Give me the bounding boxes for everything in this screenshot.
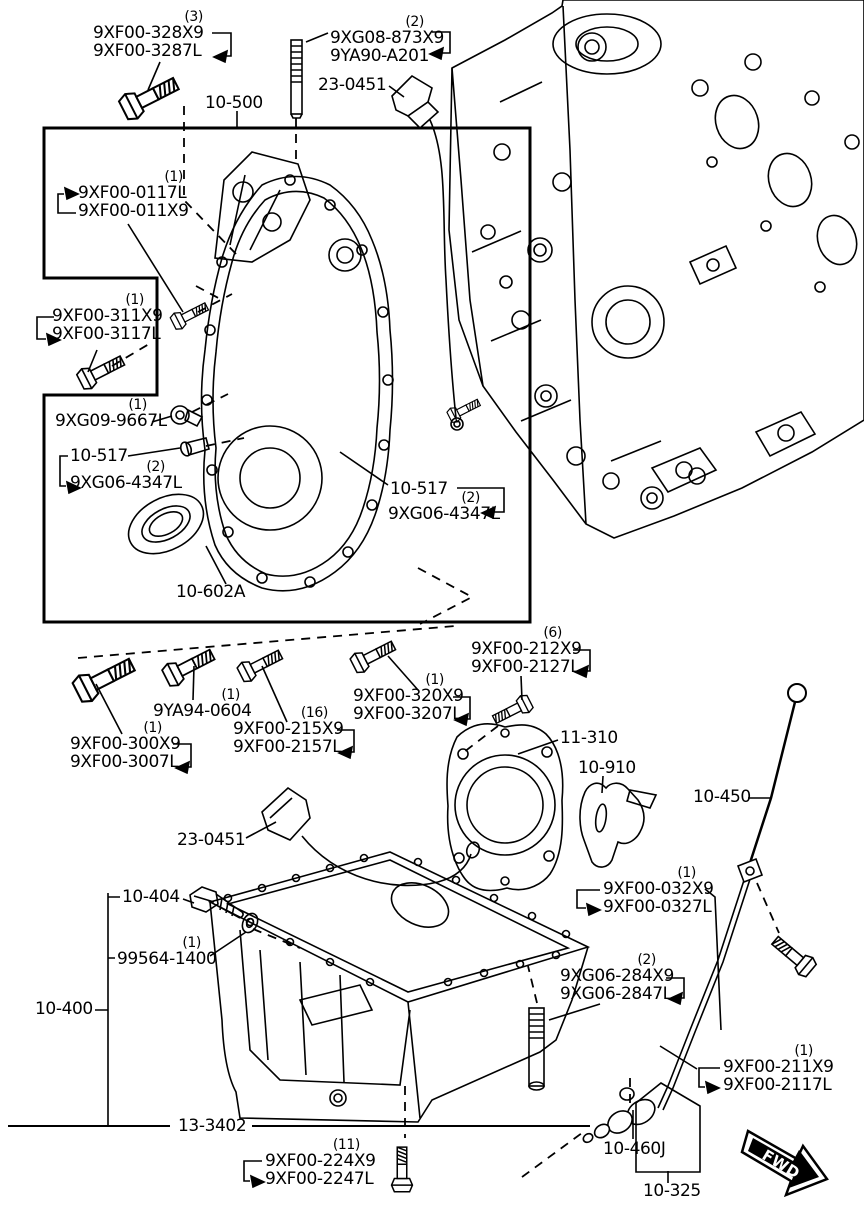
part-label-9xf00-212x9: (6) 9XF00-212X9 9XF00-2127L (471, 625, 582, 677)
part-number: 9XF00-0327L (603, 897, 712, 917)
ref-label-10-460j: 10-460J (603, 1139, 666, 1159)
part-number: 9XF00-212X9 (471, 639, 582, 659)
part-number: 9XG06-4347L (70, 473, 182, 493)
part-label-9xg06-284x9: (2) 9XG06-284X9 9XG06-2847L (560, 952, 674, 1004)
ref-label-10-404: 10-404 (122, 887, 180, 907)
oil-pan-art (207, 851, 591, 1123)
bracket-10910-art (579, 782, 658, 868)
part-label-9xg08-873x9: (2) 9XG08-873X9 9YA90-A201 (330, 14, 444, 66)
part-label-9xf00-311x9: (1) 9XF00-311X9 9XF00-3117L (52, 292, 163, 344)
part-number: 9YA94-0604 (153, 701, 252, 721)
qty-count: (1) (143, 720, 162, 736)
ref-label-11-310: 11-310 (560, 728, 618, 748)
qty-count: (1) (425, 672, 444, 688)
ref-label-13-3402: 13-3402 (178, 1116, 247, 1136)
ref-label-10-500: 10-500 (205, 93, 263, 113)
part-label-9xg06-4347l-left: (2) 9XG06-4347L (70, 459, 182, 493)
ref-label-23-0451-lower: 23-0451 (177, 830, 246, 850)
part-number: 9XF00-3117L (52, 324, 161, 344)
qty-count: (1) (182, 935, 201, 951)
part-number: 9XF00-224X9 (265, 1151, 376, 1171)
fwd-arrow-body (748, 1138, 819, 1188)
qty-count: (1) (125, 292, 144, 308)
part-number: 9XF00-011X9 (78, 201, 189, 221)
dashed-leader-lines (77, 106, 780, 1178)
part-number: 9XG06-284X9 (560, 966, 674, 986)
part-number: 9XG08-873X9 (330, 28, 444, 48)
ref-label-23-0451-top: 23-0451 (318, 75, 387, 95)
part-label-9xf00-300x9: (1) 9XF00-300X9 9XF00-3007L (70, 720, 181, 772)
qty-count: (1) (164, 169, 183, 185)
part-label-9xg06-4347l-right: (2) 9XG06-4347L (388, 490, 500, 524)
part-number: 9XF00-320X9 (353, 686, 464, 706)
part-number: 9XG09-9667L (55, 411, 167, 431)
engine-block-art (448, 0, 864, 539)
part-number: 9YA90-A201 (330, 46, 429, 66)
leader-lines (8, 32, 770, 1183)
part-label-9xf00-211x9: (1) 9XF00-211X9 9XF00-2117L (723, 1043, 834, 1095)
dipstick-art (582, 683, 807, 1144)
ref-label-10-910: 10-910 (578, 758, 636, 778)
timing-cover-art (127, 151, 394, 592)
part-number: 9XF00-311X9 (52, 306, 163, 326)
ref-label-10-517-left: 10-517 (70, 446, 128, 466)
part-number: 9XF00-0117L (78, 183, 187, 203)
qty-count: (6) (543, 625, 562, 641)
stud-and-sensor-art (189, 39, 545, 1091)
qty-count: (2) (146, 459, 165, 475)
cable-sensor-art (261, 74, 481, 887)
part-number: 9XF00-3287L (93, 41, 202, 61)
part-number: 9XF00-2247L (265, 1169, 374, 1189)
part-label-9xf00-032x9: (1) 9XF00-032X9 9XF00-0327L (603, 865, 714, 917)
qty-count: (2) (637, 952, 656, 968)
qty-count: (3) (184, 9, 203, 25)
part-number: 9XF00-2127L (471, 657, 580, 677)
part-number: 9XF00-3007L (70, 752, 179, 772)
qty-count: (2) (461, 490, 480, 506)
part-label-9xg09-9667l: (1) 9XG09-9667L (55, 397, 167, 431)
part-number: 9XF00-2117L (723, 1075, 832, 1095)
ref-label-10-517-right: 10-517 (390, 479, 448, 499)
qty-count: (1) (677, 865, 696, 881)
part-label-9xf00-320x9: (1) 9XF00-320X9 9XF00-3207L (353, 672, 464, 724)
ref-label-10-450: 10-450 (693, 787, 751, 807)
ref-label-10-602a: 10-602A (176, 582, 246, 602)
qty-count: (2) (405, 14, 424, 30)
rear-plate-11310-art (446, 722, 564, 892)
qty-count: (16) (300, 705, 329, 721)
part-label-9xf00-224x9: (11) 9XF00-224X9 9XF00-2247L (265, 1137, 376, 1189)
part-label-9xf00-215x9: (16) 9XF00-215X9 9XF00-2157L (233, 705, 344, 757)
ref-label-10-400: 10-400 (35, 999, 93, 1019)
group-bracket-10325 (635, 1082, 701, 1173)
part-number: 9XF00-032X9 (603, 879, 714, 899)
label-brackets (36, 31, 721, 1189)
part-number: 9XF00-300X9 (70, 734, 181, 754)
part-label-9xf00-328x9: (3) 9XF00-328X9 9XF00-3287L (93, 10, 211, 60)
part-number: 9XF00-2157L (233, 737, 342, 757)
part-number: 9XF00-3207L (353, 704, 462, 724)
fwd-arrow: FWD (740, 1129, 829, 1198)
qty-count: (11) (332, 1137, 361, 1153)
assembly-box-10500 (42, 126, 532, 624)
part-label-99564-1400: (1) 99564-1400 (117, 935, 217, 969)
part-number: 9XF00-215X9 (233, 719, 344, 739)
part-number: 9XG06-4347L (388, 504, 500, 524)
part-number: 9XF00-211X9 (723, 1057, 834, 1077)
qty-count: (1) (794, 1043, 813, 1059)
part-number: 9XG06-2847L (560, 984, 672, 1004)
qty-count: (1) (221, 687, 240, 703)
ref-label-10-325: 10-325 (643, 1181, 701, 1201)
qty-count: (1) (128, 397, 147, 413)
part-number: 99564-1400 (117, 949, 217, 969)
part-label-9ya94-0604: (1) 9YA94-0604 (153, 687, 252, 721)
part-number: 9XF00-328X9 (93, 23, 204, 43)
part-label-9xf00-0117l: (1) 9XF00-0117L 9XF00-011X9 (78, 170, 191, 220)
